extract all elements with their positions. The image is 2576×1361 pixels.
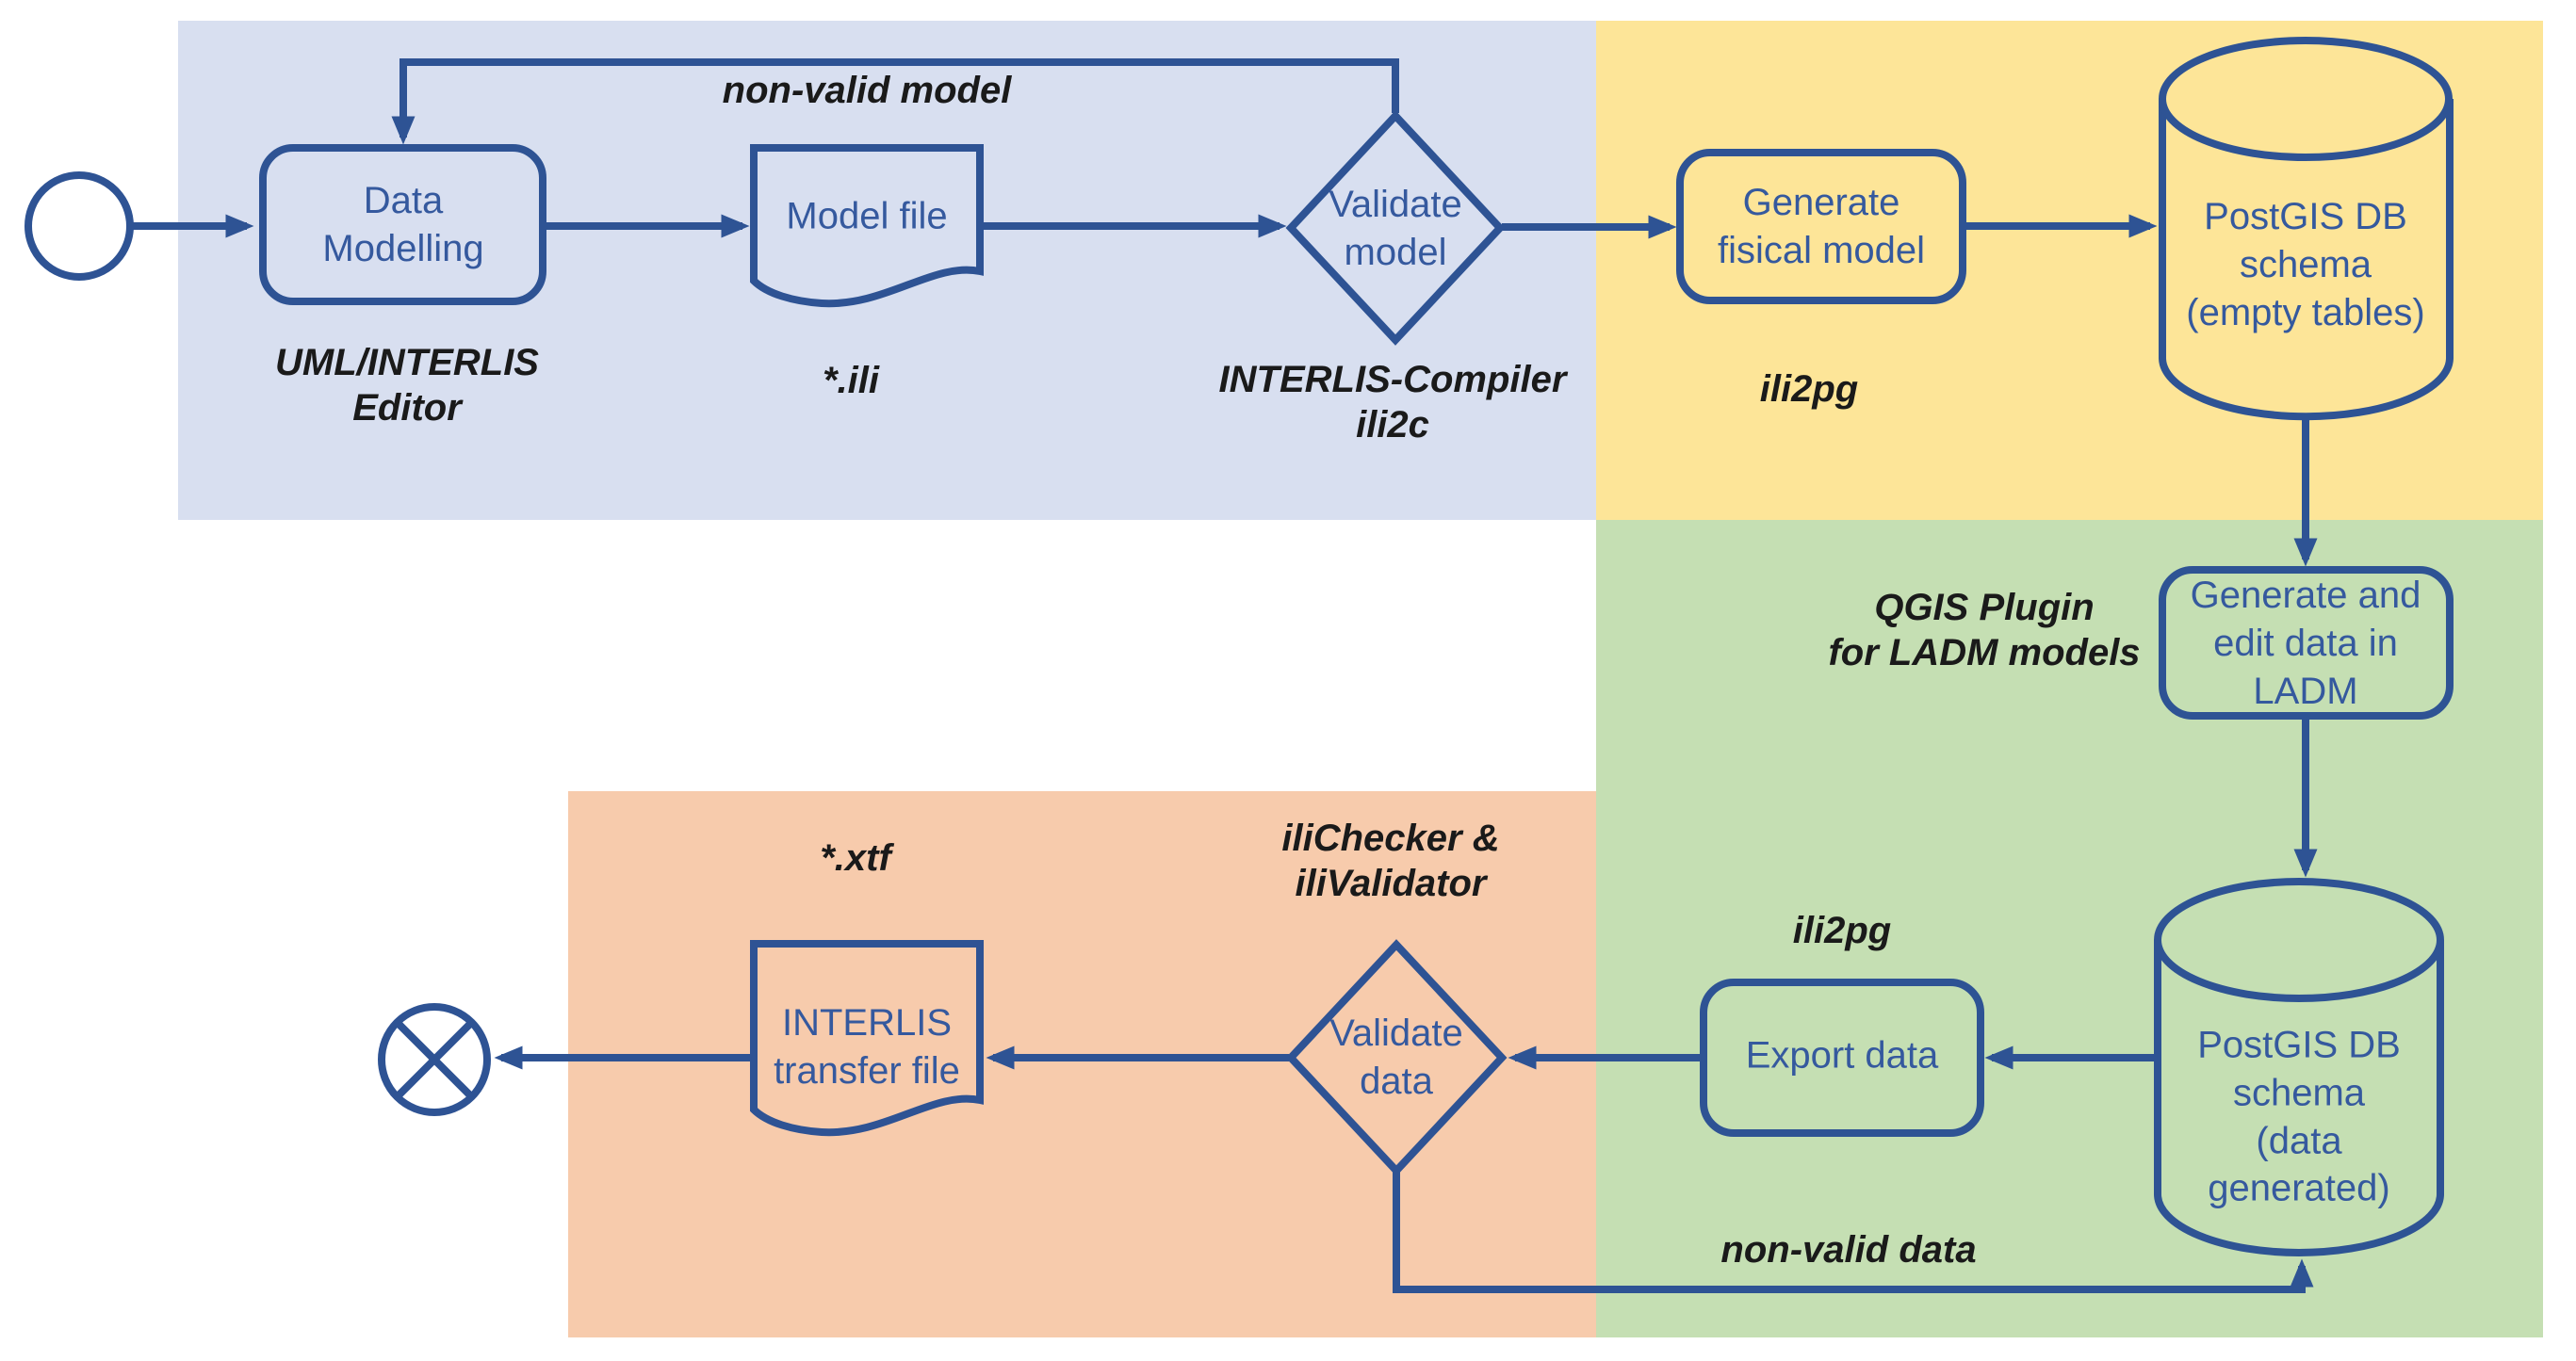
postgis-data-cylinder (2154, 878, 2444, 1256)
feedback-non-valid-data (1393, 1171, 2314, 1293)
transfer-file-label: INTERLIS transfer file (774, 1002, 960, 1092)
ilichecker-annotation: iliChecker & iliValidator (1281, 818, 1500, 904)
interlis-compiler-annotation: INTERLIS-Compiler ili2c (1218, 359, 1567, 446)
region-physical-model (1596, 21, 2543, 520)
model-file-label: Model file (786, 195, 948, 237)
postgis-data-label: PostGIS DB schema (data generated) (2197, 1024, 2401, 1209)
region-data-generation (1596, 520, 2543, 1337)
generate-edit-box (2159, 566, 2454, 720)
non-valid-model-annotation: non-valid model (722, 70, 1012, 111)
ili2pg-model-annotation: ili2pg (1759, 368, 1859, 410)
region-data-validation (568, 791, 1596, 1337)
end-circle (378, 1003, 491, 1116)
generate-edit-label: Generate and edit data in LADM (2190, 574, 2421, 712)
export-data-label: Export data (1745, 1034, 1939, 1077)
validate-model-diamond (1285, 110, 1506, 346)
start-circle (24, 171, 134, 281)
model-file-document (750, 144, 984, 308)
export-data-box (1700, 979, 1984, 1137)
validate-data-label: Validate data (1329, 1013, 1463, 1102)
ili-extension-annotation: *.ili (822, 360, 880, 401)
qgis-plugin-annotation: QGIS Plugin for LADM models (1828, 587, 2141, 673)
region-model-editing (178, 21, 1596, 520)
postgis-empty-label: PostGIS DB schema (empty tables) (2186, 195, 2425, 333)
validate-model-label: Validate model (1329, 184, 1462, 273)
data-modelling-box (259, 144, 546, 305)
feedback-non-valid-model (391, 58, 1399, 145)
non-valid-data-annotation: non-valid data (1720, 1229, 1977, 1271)
ili2pg-export-annotation: ili2pg (1792, 910, 1892, 951)
interlis-transfer-document (750, 940, 984, 1137)
postgis-empty-cylinder (2159, 37, 2454, 421)
xtf-extension-annotation: *.xtf (820, 837, 891, 879)
uml-editor-annotation: UML/INTERLIS Editor (275, 342, 539, 429)
data-modelling-label: Data Modelling (322, 180, 484, 269)
generate-fisical-label: Generate fisical model (1717, 182, 1926, 271)
generate-fisical-box (1676, 149, 1966, 304)
